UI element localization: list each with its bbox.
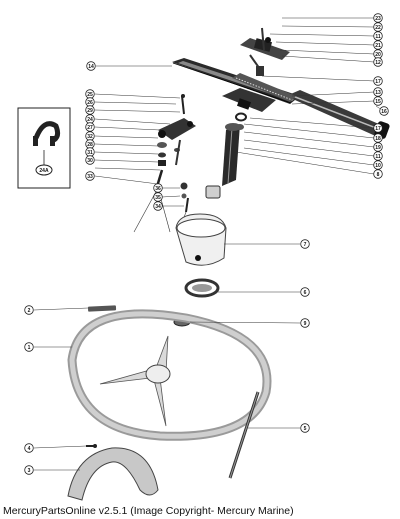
callout-34: 34 <box>153 201 163 211</box>
svg-text:13: 13 <box>375 90 381 96</box>
callout-8: 8 <box>373 169 383 179</box>
long-tube <box>286 90 390 139</box>
svg-text:8: 8 <box>377 172 380 178</box>
svg-text:33: 33 <box>87 174 93 180</box>
svg-text:34: 34 <box>155 204 161 210</box>
callout-10: 10 <box>373 160 383 170</box>
callout-21: 21 <box>373 40 383 50</box>
svg-text:3: 3 <box>28 468 31 474</box>
callout-5: 5 <box>300 423 310 433</box>
callout-2: 2 <box>24 305 34 315</box>
svg-text:31: 31 <box>87 150 93 156</box>
svg-text:32: 32 <box>87 134 93 140</box>
callout-26: 26 <box>85 97 95 107</box>
callouts <box>33 17 383 471</box>
svg-text:30: 30 <box>87 158 93 164</box>
top-bracket <box>240 27 290 76</box>
svg-text:15: 15 <box>375 99 381 105</box>
hub-housing <box>175 213 227 266</box>
svg-text:1: 1 <box>28 345 31 351</box>
svg-text:26: 26 <box>87 100 93 106</box>
svg-text:35: 35 <box>155 195 161 201</box>
callout-18: 18 <box>373 133 383 143</box>
svg-text:17: 17 <box>375 126 381 132</box>
svg-text:6: 6 <box>304 290 307 296</box>
inset-label: 24A <box>39 168 49 174</box>
callout-27: 27 <box>85 122 95 132</box>
callout-30: 30 <box>85 155 95 165</box>
long-bolt <box>228 391 260 479</box>
callout-1: 1 <box>24 342 34 352</box>
callout-33: 33 <box>85 171 95 181</box>
lever-hardware <box>154 94 196 191</box>
callout-25: 25 <box>85 89 95 99</box>
svg-text:19: 19 <box>375 145 381 151</box>
emblem <box>87 305 117 312</box>
clips <box>235 112 247 130</box>
callout-24: 24 <box>85 114 95 124</box>
callout-29: 29 <box>85 105 95 115</box>
copyright-caption: MercuryPartsOnline v2.5.1 (Image Copyrig… <box>3 505 294 517</box>
trim-cover <box>67 447 159 501</box>
svg-text:29: 29 <box>87 108 93 114</box>
callout-28: 28 <box>85 139 95 149</box>
pivot-housing <box>222 88 276 112</box>
svg-text:17: 17 <box>375 79 381 85</box>
svg-text:14: 14 <box>88 64 94 70</box>
cover-ring <box>184 278 220 298</box>
svg-text:5: 5 <box>304 426 307 432</box>
screw <box>86 444 97 448</box>
steering-shaft <box>222 123 241 186</box>
callout-16: 16 <box>379 106 389 116</box>
callout-17-lower: 17 <box>373 123 383 133</box>
callout-36: 36 <box>153 183 163 193</box>
svg-text:16: 16 <box>381 109 387 115</box>
svg-text:28: 28 <box>87 142 93 148</box>
callout-11-top: 11 <box>373 31 383 41</box>
center-hardware <box>180 182 221 213</box>
callout-7: 7 <box>300 239 310 249</box>
svg-text:11: 11 <box>375 34 381 40</box>
callout-3: 3 <box>24 465 34 475</box>
svg-text:12: 12 <box>375 60 381 66</box>
callout-12: 12 <box>373 57 383 67</box>
svg-text:21: 21 <box>375 43 381 49</box>
svg-text:27: 27 <box>87 125 93 131</box>
callout-15: 15 <box>373 96 383 106</box>
inset-box: 24A <box>17 107 71 189</box>
svg-text:22: 22 <box>375 25 381 31</box>
svg-text:20: 20 <box>375 52 381 58</box>
svg-text:24: 24 <box>87 117 93 123</box>
callout-22: 22 <box>373 22 383 32</box>
callout-20: 20 <box>373 49 383 59</box>
steering-wheel <box>67 309 272 441</box>
callout-14: 14 <box>86 61 96 71</box>
callout-13: 13 <box>373 87 383 97</box>
svg-text:11: 11 <box>375 154 381 160</box>
callout-11-lower: 11 <box>373 151 383 161</box>
callout-23: 23 <box>373 13 383 23</box>
svg-text:4: 4 <box>28 446 31 452</box>
callout-4: 4 <box>24 443 34 453</box>
callout-35: 35 <box>153 192 163 202</box>
threaded-collar <box>232 73 296 102</box>
callout-32: 32 <box>85 131 95 141</box>
callout-19: 19 <box>373 142 383 152</box>
svg-text:7: 7 <box>304 242 307 248</box>
svg-text:9: 9 <box>304 321 307 327</box>
svg-text:25: 25 <box>87 92 93 98</box>
callout-17: 17 <box>373 76 383 86</box>
svg-text:18: 18 <box>375 136 381 142</box>
svg-text:2: 2 <box>28 308 31 314</box>
svg-text:23: 23 <box>375 16 381 22</box>
svg-text:10: 10 <box>375 163 381 169</box>
callout-9: 9 <box>300 318 310 328</box>
callout-31: 31 <box>85 147 95 157</box>
callout-6-ring: 6 <box>300 287 310 297</box>
svg-text:36: 36 <box>155 186 161 192</box>
